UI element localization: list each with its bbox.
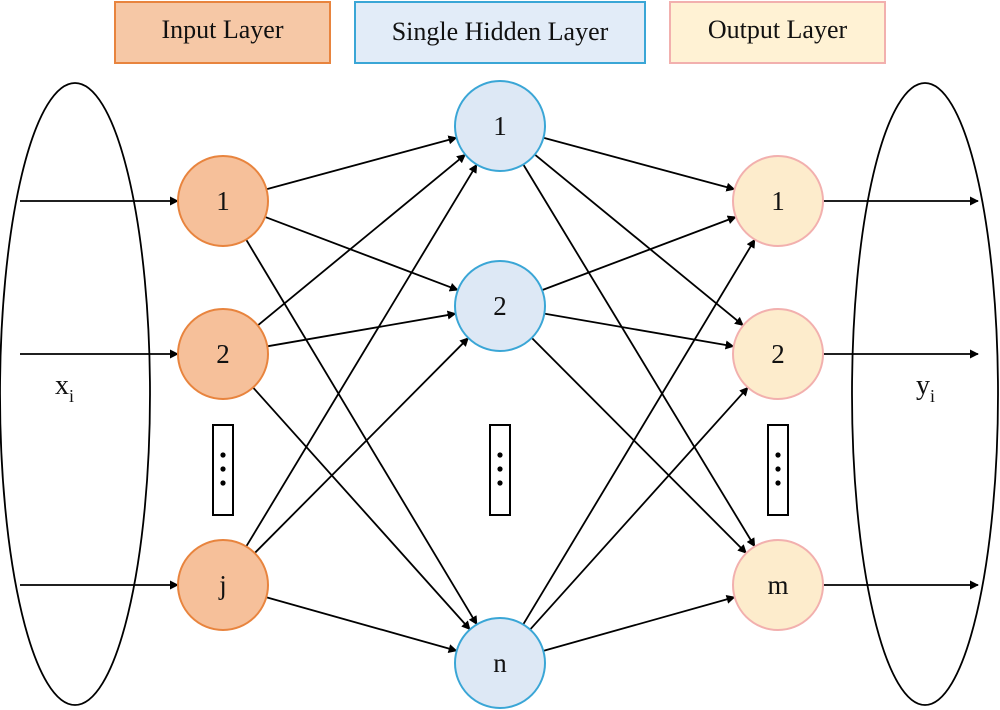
- edge-input-0-hidden-2: [245, 239, 478, 626]
- output-node-m: m: [732, 539, 824, 631]
- edge-hidden-0-output-0: [543, 136, 736, 192]
- legend-hidden-label: Single Hidden Layer: [392, 17, 609, 46]
- edge-input-0-hidden-0: [266, 135, 458, 191]
- input-node-j: j: [177, 539, 269, 631]
- hidden-ellipsis-box: [489, 424, 511, 516]
- edge-hidden-2-output-0: [522, 238, 756, 625]
- input-ellipse: [0, 82, 151, 706]
- input-ellipsis-box: [212, 424, 234, 516]
- edge-input-2-hidden-2: [266, 596, 458, 653]
- input-node-circle: [177, 539, 269, 631]
- input-node-label: 2: [216, 339, 230, 369]
- input-node-label: 1: [216, 186, 230, 216]
- output-node-circle: [732, 308, 824, 400]
- hidden-node-2: 2: [454, 260, 546, 352]
- output-node-label: 2: [771, 339, 785, 369]
- legend-hidden-layer: Single Hidden Layer: [354, 1, 646, 64]
- input-node-circle: [177, 308, 269, 400]
- nodes: 1 2 j 1 2 n 1 2 m: [177, 80, 824, 709]
- connections: [20, 135, 979, 653]
- hidden-node-circle: [454, 260, 546, 352]
- output-variable-label: yi: [916, 370, 935, 406]
- edge-hidden-0-output-1: [534, 153, 744, 327]
- hidden-node-1: 1: [454, 80, 546, 172]
- output-node-1: 1: [732, 155, 824, 247]
- legend-output-layer: Output Layer: [669, 1, 886, 64]
- input-variable-label: xi: [55, 370, 74, 406]
- input-node-circle: [177, 155, 269, 247]
- edge-hidden-2-output-2: [543, 595, 736, 652]
- output-node-2: 2: [732, 308, 824, 400]
- edge-input-1-hidden-2: [252, 386, 471, 631]
- input-node-2: 2: [177, 308, 269, 400]
- edge-input-2-hidden-0: [245, 163, 478, 547]
- edge-hidden-1-output-0: [541, 215, 737, 291]
- input-node-label: j: [218, 570, 227, 600]
- edge-hidden-2-output-1: [529, 386, 749, 631]
- hidden-node-label: n: [493, 648, 507, 678]
- legend-input-layer: Input Layer: [114, 1, 331, 64]
- output-node-label: 1: [771, 186, 785, 216]
- output-ellipsis-box: [767, 424, 789, 516]
- hidden-node-label: 1: [493, 111, 507, 141]
- hidden-node-label: 2: [493, 291, 507, 321]
- hidden-node-n: n: [454, 617, 546, 709]
- output-node-circle: [732, 539, 824, 631]
- legend-output-label: Output Layer: [708, 15, 848, 44]
- edge-hidden-0-output-2: [522, 164, 756, 548]
- output-node-circle: [732, 155, 824, 247]
- output-ellipse: [851, 82, 999, 706]
- output-node-label: m: [767, 570, 788, 600]
- hidden-node-circle: [454, 80, 546, 172]
- edge-input-1-hidden-1: [267, 310, 457, 348]
- edge-hidden-1-output-2: [531, 337, 747, 554]
- edge-hidden-1-output-1: [544, 312, 735, 350]
- legend: Input Layer Single Hidden Layer Output L…: [114, 1, 886, 64]
- legend-input-label: Input Layer: [161, 15, 283, 44]
- input-node-1: 1: [177, 155, 269, 247]
- edge-input-0-hidden-1: [264, 216, 459, 292]
- hidden-node-circle: [454, 617, 546, 709]
- edge-input-2-hidden-1: [254, 337, 469, 554]
- edge-input-1-hidden-0: [257, 153, 466, 327]
